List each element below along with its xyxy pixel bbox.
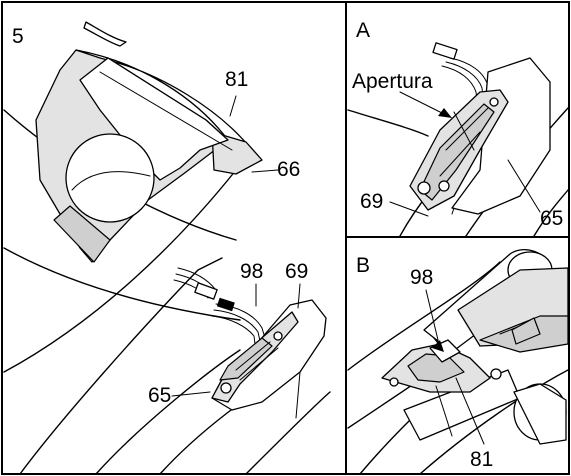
console-opening (65, 133, 155, 223)
label-65: 65 (148, 384, 171, 407)
wire-connector-top (194, 282, 218, 300)
leader-b-98 (425, 289, 439, 341)
panel-a-cover (409, 57, 551, 215)
label-69: 69 (285, 260, 308, 283)
upright-assembly (35, 21, 263, 263)
panel-a-letter: A (356, 19, 370, 42)
panel-b-cover (381, 339, 502, 437)
label-b-98: 98 (410, 266, 433, 289)
leader-apertura (399, 91, 449, 117)
leader-b-81 (455, 377, 485, 445)
panel-b-letter: B (356, 254, 370, 277)
wire-harness (173, 267, 269, 353)
leader-81 (229, 95, 237, 117)
label-b-81: 81 (470, 448, 493, 471)
arrow-apertura (438, 108, 452, 118)
label-a-65: 65 (540, 207, 563, 230)
panel-a-wire-harness (432, 42, 491, 109)
leader-a-65 (507, 159, 541, 213)
label-81: 81 (225, 68, 248, 91)
leader-66 (251, 169, 279, 173)
label-a-69: 69 (360, 190, 383, 213)
label-66: 66 (277, 158, 300, 181)
wire-connector-bottom (216, 297, 235, 312)
upright-cover (211, 299, 327, 419)
main-panel: 5 (3, 21, 331, 475)
panel-b: B (347, 249, 569, 475)
step-number: 5 (12, 25, 24, 48)
panel-b-upper-tube (423, 249, 569, 353)
leader-65 (171, 391, 211, 397)
label-98: 98 (240, 260, 263, 283)
label-apertura: Apertura (352, 70, 433, 93)
arrow-98 (432, 340, 444, 352)
panel-b-wire (432, 337, 444, 352)
panel-a-connector (432, 42, 458, 60)
panel-a: A Apertura 6 (347, 19, 569, 237)
leader-69 (297, 283, 301, 309)
panel-b-lower-tube (403, 369, 567, 445)
leader-a-69 (389, 201, 429, 217)
